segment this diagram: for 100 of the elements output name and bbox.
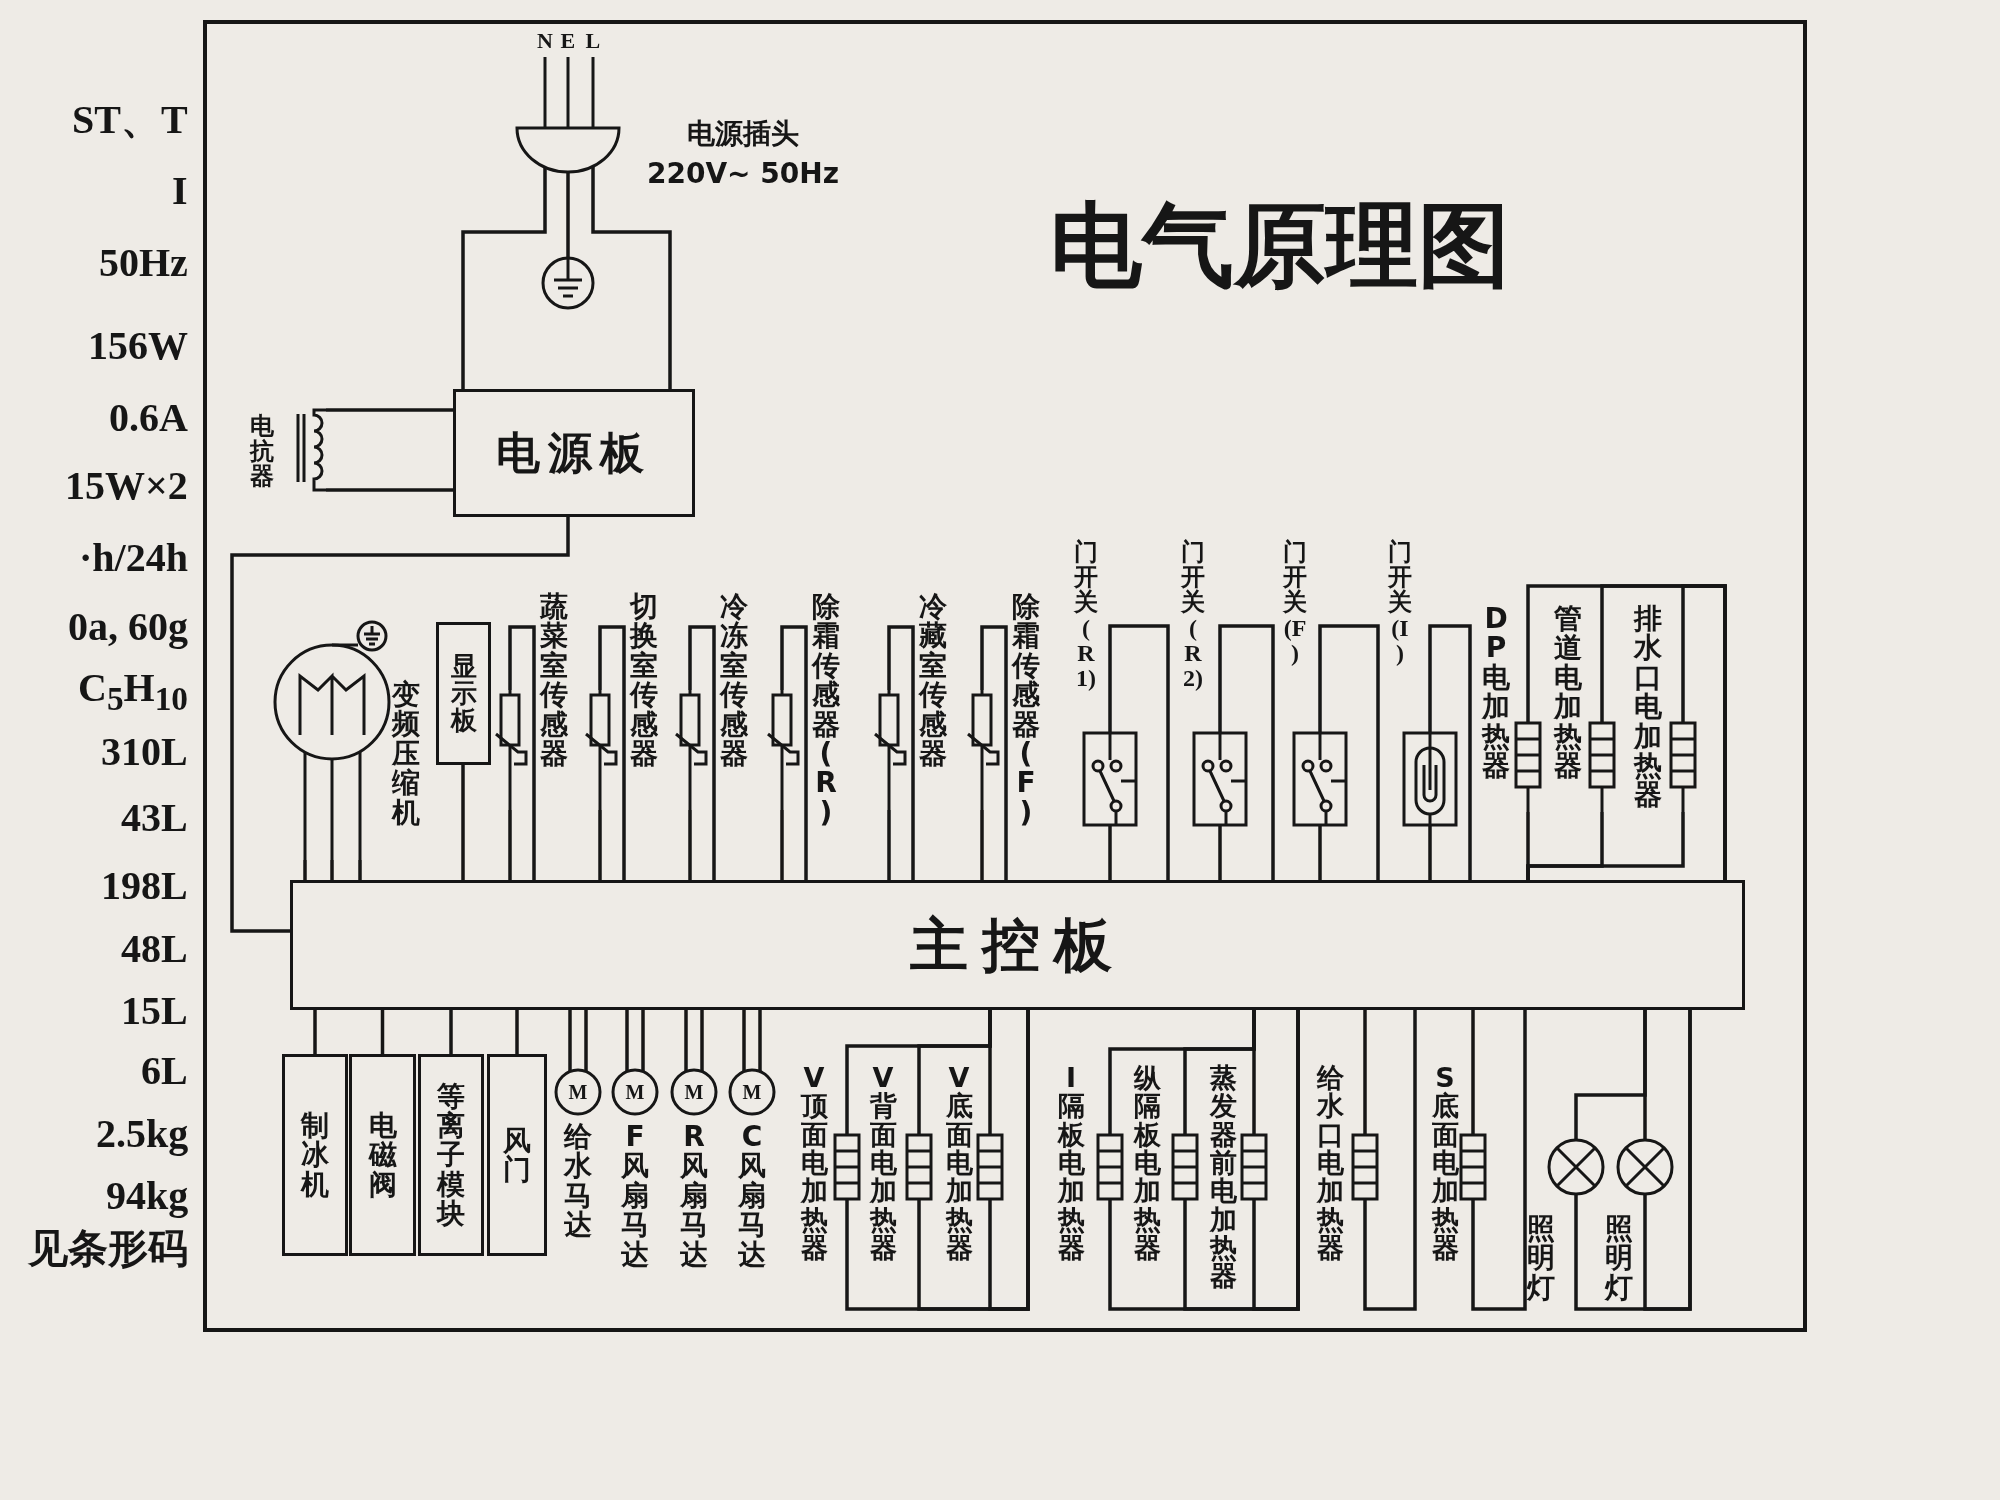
component-label: 蔬菜室传感器 [540, 592, 568, 769]
spec-value: 156W [88, 326, 188, 366]
wire [449, 1010, 453, 1054]
wire [980, 625, 1008, 880]
spec-value: 0.6A [109, 398, 188, 438]
wire [508, 625, 536, 880]
wire [641, 1010, 645, 1071]
wire [1108, 624, 1170, 880]
component-label: 切换室传感器 [630, 592, 658, 769]
wire [1318, 825, 1322, 880]
wire [1643, 1010, 1692, 1311]
wire [508, 810, 512, 880]
wire [684, 1010, 688, 1071]
component-label: 变频压缩机 [392, 680, 420, 827]
diagram-title: 电气原理图 [1050, 200, 1510, 292]
wire [1252, 1010, 1256, 1135]
motor-symbol: M [611, 1068, 659, 1116]
component-label: 门开关(R2) [1181, 540, 1205, 692]
wire [358, 860, 362, 880]
component-label: 纵隔板电加热器 [1133, 1064, 1161, 1263]
wire [380, 1010, 385, 1054]
wire [688, 810, 692, 880]
wire [330, 860, 334, 880]
wire [303, 860, 307, 880]
wire [988, 1010, 992, 1135]
component-label: V背面电加热器 [869, 1064, 897, 1263]
pin-label: N [537, 30, 553, 52]
wire [625, 1010, 629, 1071]
component-label: 排水口电加热器 [1634, 604, 1662, 810]
component-label: 电源插头 [687, 120, 799, 148]
motor-symbol: M [728, 1068, 776, 1116]
component-label: 除霜传感器(F) [1012, 592, 1040, 828]
component-label: 管道电加热器 [1554, 604, 1582, 781]
component-label: 照明灯 [1605, 1214, 1633, 1303]
wire [1471, 1010, 1475, 1135]
wire [230, 517, 570, 933]
spec-value: 见条形码 [28, 1229, 188, 1269]
wire [1428, 825, 1432, 880]
spec-value: 310L [101, 732, 188, 772]
spec-value: 15L [121, 991, 188, 1031]
component-label: 蒸发器前电加热器 [1209, 1064, 1237, 1291]
component-label: 电抗器 [250, 414, 274, 490]
wire [461, 765, 465, 880]
wire [780, 625, 808, 880]
motor-symbol: M [670, 1068, 718, 1116]
wire [313, 1010, 317, 1054]
component-label: 门开关(F) [1283, 540, 1307, 666]
spec-value: ST、T [72, 100, 188, 140]
wire [887, 810, 891, 880]
wire [1363, 1010, 1367, 1135]
wire [1218, 624, 1275, 880]
wire [742, 1010, 746, 1071]
wire [515, 1010, 519, 1054]
pin-label: E [560, 30, 576, 52]
wire [1218, 825, 1222, 880]
power-board-box: 电源板 [453, 389, 695, 517]
wire [887, 625, 915, 880]
component-label: 给水口电加热器 [1316, 1064, 1344, 1263]
wire [461, 167, 547, 389]
main-control-board: 主控板 [290, 880, 1745, 1010]
component-label: 冷冻室传感器 [720, 592, 748, 769]
component-box: 制冰机 [282, 1054, 348, 1256]
wire [1108, 825, 1112, 880]
spec-value: 0a, 60g [68, 607, 188, 647]
component-label: 冷藏室传感器 [919, 592, 947, 769]
component-label: C风扇马达 [738, 1122, 766, 1269]
wire [780, 810, 784, 880]
wire [584, 1010, 588, 1071]
wire [1471, 1010, 1527, 1311]
spec-value: C$_{5}$H$_{10}$ [78, 668, 188, 716]
wire [1643, 1010, 1647, 1140]
component-box: 电磁阀 [349, 1054, 416, 1256]
wire [988, 1010, 1030, 1311]
wire [980, 810, 984, 880]
wire [1428, 624, 1472, 880]
motor-symbol: M [554, 1068, 602, 1116]
wire [326, 408, 453, 412]
component-label: 220V~ 50Hz [647, 160, 840, 188]
spec-value: ·h/24h [79, 538, 188, 578]
wire [688, 625, 716, 880]
wire [568, 1010, 572, 1071]
component-label: V顶面电加热器 [800, 1064, 828, 1263]
spec-value: 2.5kg [96, 1114, 189, 1154]
component-box: 风门 [487, 1054, 547, 1256]
component-label: I隔板电加热器 [1057, 1064, 1085, 1263]
component-label: V底面电加热器 [945, 1064, 973, 1263]
component-label: R风扇马达 [680, 1122, 708, 1269]
component-label: 照明灯 [1527, 1214, 1555, 1303]
component-box: 等离子模块 [418, 1054, 484, 1256]
wire [1363, 1010, 1417, 1311]
spec-value: 15W×2 [65, 466, 188, 506]
wire [1526, 812, 1685, 880]
component-label: F风扇马达 [621, 1122, 649, 1269]
wire [566, 172, 570, 258]
wire [598, 625, 626, 880]
spec-value: 6L [141, 1051, 188, 1091]
wire [1318, 624, 1380, 880]
component-label: DP电加热器 [1482, 604, 1510, 781]
wire [758, 1010, 762, 1071]
component-label: 给水马达 [564, 1122, 592, 1240]
